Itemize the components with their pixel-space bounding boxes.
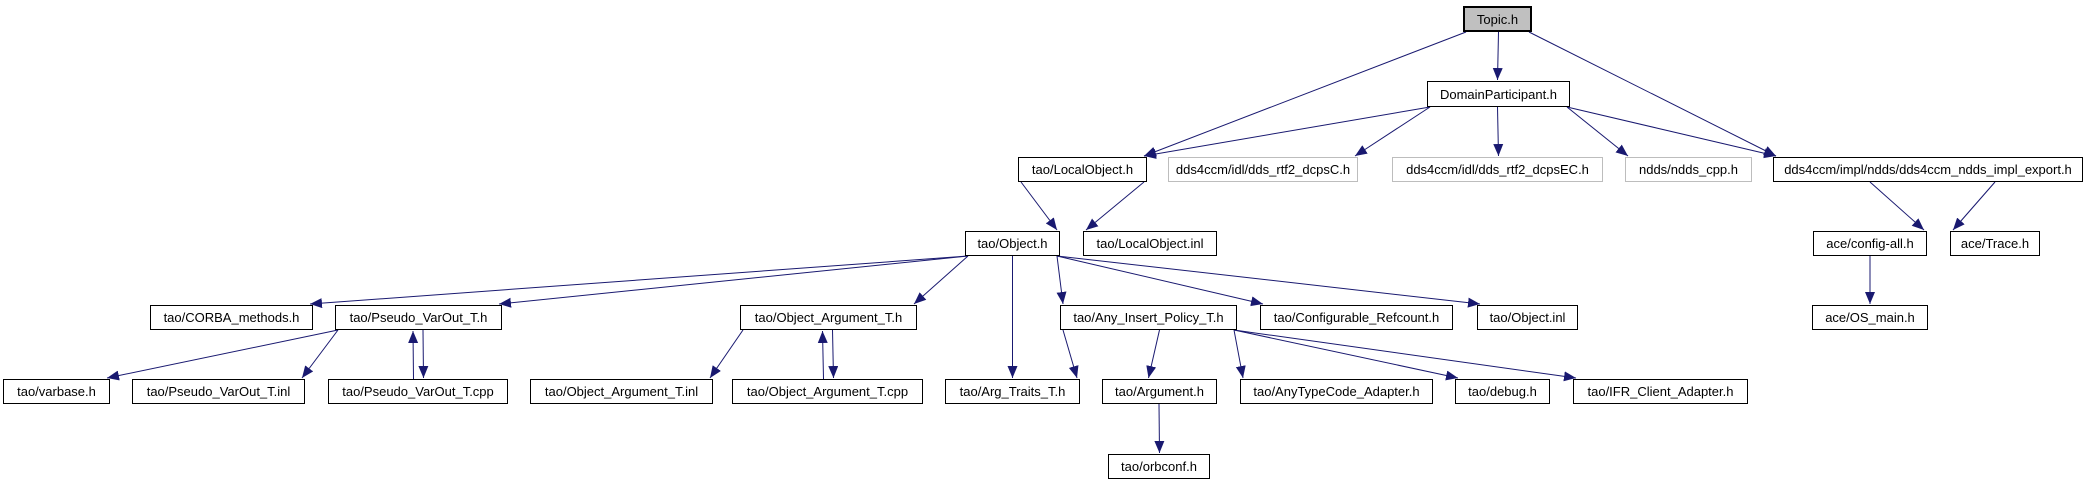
edge-tao_object_argument_t_h-to-tao_object_argument_t_inl [709, 329, 744, 379]
edge-impl_export_h-to-ace_config_all_h [1869, 181, 1925, 231]
edge-domainparticipant_h-to-tao_localobject_h [1143, 106, 1431, 159]
edge-tao_any_insert_policy_t_h-to-tao_debug_h [1233, 329, 1459, 381]
graph-node-topic_h: Topic.h [1463, 6, 1532, 32]
graph-node-tao_object_inl[interactable]: tao/Object.inl [1477, 305, 1578, 330]
graph-node-tao_debug_h[interactable]: tao/debug.h [1455, 379, 1550, 404]
graph-node-tao_orbconf_h[interactable]: tao/orbconf.h [1108, 454, 1210, 479]
edge-tao_any_insert_policy_t_h-to-tao_ifr_client_adapter_h [1233, 329, 1577, 382]
edge-tao_pseudo_varout_t_h-to-tao_varbase_h [106, 329, 339, 381]
graph-node-ace_config_all_h[interactable]: ace/config-all.h [1813, 231, 1927, 256]
graph-node-tao_pseudo_varout_t_inl[interactable]: tao/Pseudo_VarOut_T.inl [132, 379, 305, 404]
edge-topic_h-to-tao_localobject_h [1143, 31, 1467, 157]
edge-domainparticipant_h-to-impl_export_h [1566, 106, 1777, 159]
graph-node-dds_rtf2_dcpsec_h: dds4ccm/idl/dds_rtf2_dcpsEC.h [1392, 157, 1603, 182]
edge-tao_any_insert_policy_t_h-to-tao_argument_h [1146, 329, 1160, 379]
graph-node-ace_os_main_h[interactable]: ace/OS_main.h [1812, 305, 1928, 330]
graph-node-tao_object_h[interactable]: tao/Object.h [965, 231, 1060, 256]
graph-node-tao_corba_methods_h[interactable]: tao/CORBA_methods.h [150, 305, 313, 330]
edge-tao_pseudo_varout_t_cpp-to-tao_pseudo_varout_t_h [408, 330, 419, 380]
graph-node-tao_object_argument_t_h[interactable]: tao/Object_Argument_T.h [740, 305, 917, 330]
graph-node-tao_ifr_client_adapter_h[interactable]: tao/IFR_Client_Adapter.h [1573, 379, 1748, 404]
edge-tao_object_h-to-tao_configurable_refcount_h [1056, 255, 1264, 307]
graph-node-dds_rtf2_dcpsc_h: dds4ccm/idl/dds_rtf2_dcpsC.h [1168, 157, 1358, 182]
edge-tao_object_argument_t_cpp-to-tao_object_argument_t_h [817, 330, 828, 380]
edge-tao_object_h-to-tao_pseudo_varout_t_h [498, 255, 969, 308]
graph-node-domainparticipant_h[interactable]: DomainParticipant.h [1427, 81, 1570, 107]
edge-domainparticipant_h-to-ndds_cpp_h [1566, 106, 1629, 157]
edge-tao_object_h-to-tao_object_inl [1056, 255, 1481, 308]
edge-tao_object_h-to-tao_corba_methods_h [309, 255, 969, 309]
graph-node-tao_localobject_h[interactable]: tao/LocalObject.h [1018, 157, 1147, 182]
graph-node-ace_trace_h[interactable]: ace/Trace.h [1950, 231, 2040, 256]
edge-topic_h-to-domainparticipant_h [1492, 31, 1503, 81]
graph-node-tao_argument_h[interactable]: tao/Argument.h [1102, 379, 1217, 404]
edge-tao_localobject_h-to-tao_object_h [1020, 181, 1058, 231]
edge-tao_object_h-to-tao_object_argument_t_h [913, 255, 969, 305]
edge-topic_h-to-impl_export_h [1528, 31, 1777, 157]
graph-node-tao_configurable_refcount_h[interactable]: tao/Configurable_Refcount.h [1260, 305, 1453, 330]
edge-tao_pseudo_varout_t_h-to-tao_pseudo_varout_t_cpp [418, 329, 429, 379]
graph-node-tao_arg_traits_t_h[interactable]: tao/Arg_Traits_T.h [945, 379, 1080, 404]
edge-tao_object_h-to-tao_any_insert_policy_t_h [1056, 255, 1067, 305]
graph-node-ndds_cpp_h: ndds/ndds_cpp.h [1625, 157, 1752, 182]
graph-node-impl_export_h[interactable]: dds4ccm/impl/ndds/dds4ccm_ndds_impl_expo… [1773, 157, 2083, 182]
graph-node-tao_localobject_inl[interactable]: tao/LocalObject.inl [1083, 231, 1217, 256]
edge-tao_any_insert_policy_t_h-to-tao_anytypecode_adapter_h [1233, 329, 1246, 379]
edge-domainparticipant_h-to-dds_rtf2_dcpsec_h [1493, 106, 1504, 157]
edge-tao_argument_h-to-tao_orbconf_h [1154, 403, 1165, 454]
graph-node-tao_any_insert_policy_t_h[interactable]: tao/Any_Insert_Policy_T.h [1060, 305, 1237, 330]
edge-domainparticipant_h-to-dds_rtf2_dcpsc_h [1354, 106, 1431, 157]
edge-impl_export_h-to-ace_trace_h [1952, 181, 1996, 231]
edge-tao_object_argument_t_h-to-tao_object_argument_t_cpp [828, 329, 839, 379]
edge-tao_localobject_h-to-tao_localobject_inl [1085, 181, 1145, 231]
graph-node-tao_anytypecode_adapter_h[interactable]: tao/AnyTypeCode_Adapter.h [1240, 379, 1433, 404]
graph-node-tao_pseudo_varout_t_h[interactable]: tao/Pseudo_VarOut_T.h [335, 305, 502, 330]
graph-node-tao_varbase_h[interactable]: tao/varbase.h [3, 379, 110, 404]
graph-node-tao_object_argument_t_cpp[interactable]: tao/Object_Argument_T.cpp [732, 379, 923, 404]
edge-tao_pseudo_varout_t_h-to-tao_pseudo_varout_t_inl [301, 329, 339, 379]
graph-node-tao_pseudo_varout_t_cpp[interactable]: tao/Pseudo_VarOut_T.cpp [328, 379, 508, 404]
edge-tao_any_insert_policy_t_h-to-tao_arg_traits_t_h [1062, 329, 1079, 379]
graph-node-tao_object_argument_t_inl[interactable]: tao/Object_Argument_T.inl [530, 379, 713, 404]
